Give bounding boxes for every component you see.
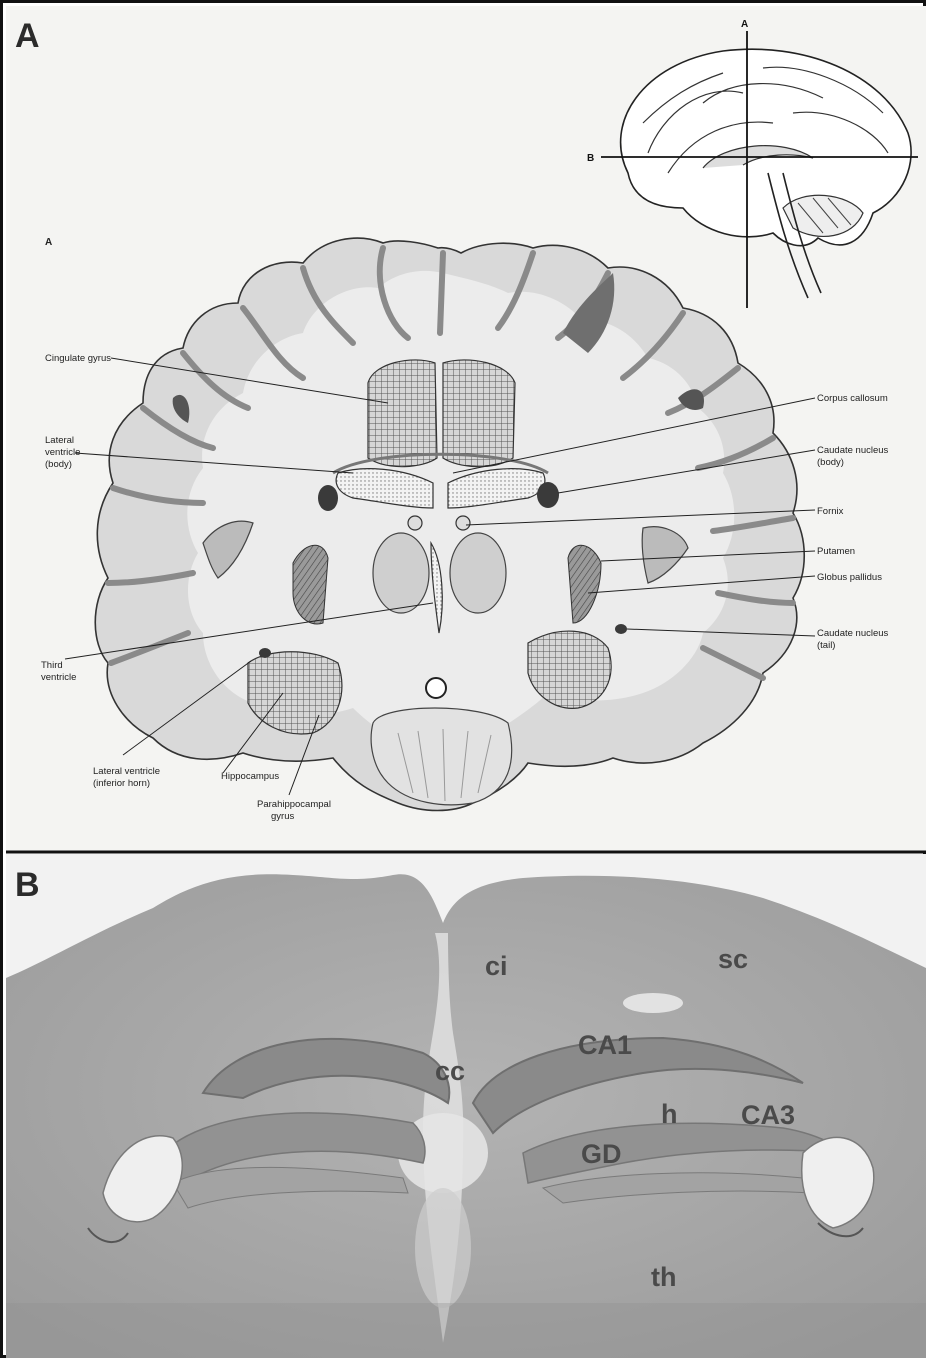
cingulate-gyrus-right — [443, 360, 515, 467]
caudate-nucleus-tail — [615, 624, 627, 634]
diagram-sublabel: A — [45, 237, 52, 248]
axis-a-label: A — [741, 19, 748, 30]
label-caudate-body-2: (body) — [817, 457, 844, 468]
axis-b-label: B — [587, 153, 594, 164]
panel-a: A A B A — [6, 6, 926, 851]
label-cingulate-gyrus: Cingulate gyrus — [45, 353, 111, 364]
caudate-nucleus-body — [537, 482, 559, 508]
label-globus-pallidus: Globus pallidus — [817, 572, 882, 583]
label-third-ventricle-2: ventricle — [41, 672, 76, 683]
label-cc: cc — [435, 1056, 465, 1086]
cingulate-gyrus-left — [368, 360, 437, 467]
label-caudate-tail-1: Caudate nucleus — [817, 628, 889, 639]
label-lateral-ventricle-body-2: ventricle — [45, 447, 80, 458]
label-ca3: CA3 — [741, 1100, 795, 1130]
label-sc: sc — [718, 944, 748, 974]
label-lateral-ventricle-inf-1: Lateral ventricle — [93, 766, 160, 777]
panel-b: B ci sc cc CA1 h CA3 GD th — [6, 854, 926, 1358]
label-third-ventricle-1: Third — [41, 660, 63, 671]
panel-a-letter: A — [15, 17, 40, 55]
label-putamen: Putamen — [817, 546, 855, 557]
coronal-section — [95, 238, 804, 810]
label-lateral-ventricle-body-3: (body) — [45, 459, 72, 470]
label-ca1: CA1 — [578, 1030, 632, 1060]
figure-svg: A A B A — [3, 3, 926, 1361]
label-fornix: Fornix — [817, 506, 844, 517]
label-h: h — [661, 1099, 678, 1129]
label-lateral-ventricle-body-1: Lateral — [45, 435, 74, 446]
label-hippocampus: Hippocampus — [221, 771, 279, 782]
fornix-shape — [456, 516, 470, 530]
label-caudate-body-1: Caudate nucleus — [817, 445, 889, 456]
label-ci: ci — [485, 951, 508, 981]
label-th: th — [651, 1262, 676, 1292]
label-lateral-ventricle-inf-2: (inferior horn) — [93, 778, 150, 789]
label-parahippocampal-2: gyrus — [271, 811, 294, 822]
label-corpus-callosum: Corpus callosum — [817, 393, 888, 404]
panel-b-letter: B — [15, 866, 40, 904]
label-gd: GD — [581, 1139, 622, 1169]
label-caudate-tail-2: (tail) — [817, 640, 835, 651]
label-parahippocampal-1: Parahippocampal — [257, 799, 331, 810]
